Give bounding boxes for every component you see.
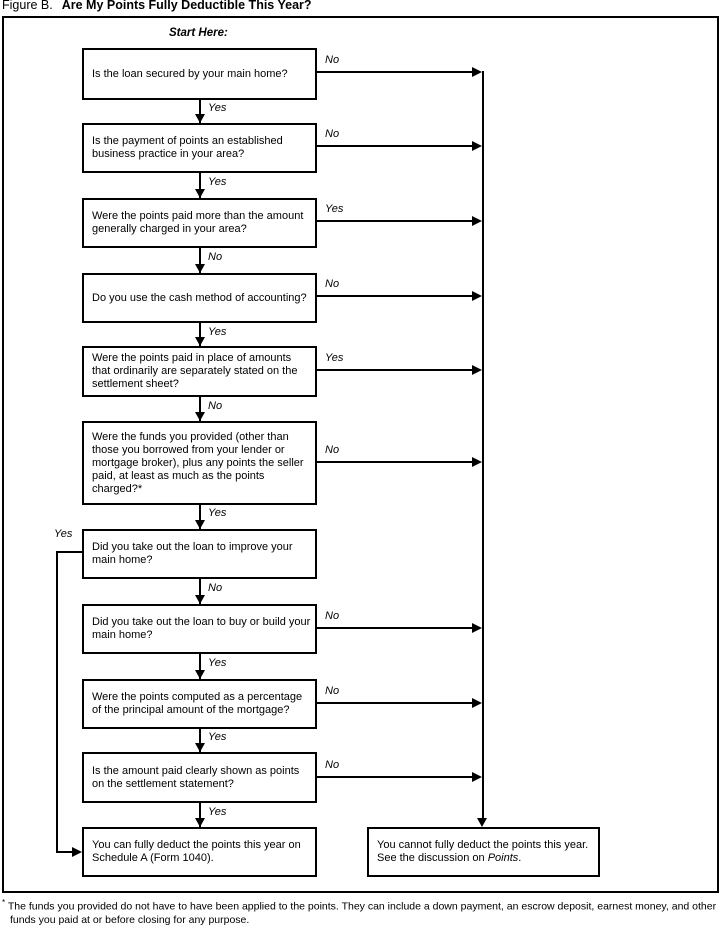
arrow-right-icon xyxy=(472,365,482,375)
branch-label: No xyxy=(208,400,223,412)
arrow-down-icon xyxy=(195,264,205,273)
arrow-down-icon xyxy=(195,337,205,346)
connector-line xyxy=(199,397,201,421)
decision-box-loan-to-improve: Did you take out the loan to improve you… xyxy=(82,529,317,579)
connector-line xyxy=(317,220,473,222)
outcome-box-can-deduct: You can fully deduct the points this yea… xyxy=(82,827,317,877)
branch-label: No xyxy=(325,759,340,771)
arrow-down-icon xyxy=(195,412,205,421)
arrow-right-icon xyxy=(72,847,82,857)
branch-label: No xyxy=(325,685,340,697)
question-text: Do you use the cash method of accounting… xyxy=(92,291,307,304)
branch-label: Yes xyxy=(208,806,227,818)
figure-label: Figure B. xyxy=(2,0,53,12)
branch-label: No xyxy=(325,610,340,622)
outcome-box-cannot-deduct: You cannot fully deduct the points this … xyxy=(367,827,600,877)
footnote: * The funds you provided do not have to … xyxy=(2,896,721,927)
decision-box-cash-method: Do you use the cash method of accounting… xyxy=(82,273,317,323)
connector-line xyxy=(317,295,473,297)
branch-label: No xyxy=(325,54,340,66)
page-title: Figure B. Are My Points Fully Deductible … xyxy=(2,0,312,12)
branch-label: Yes xyxy=(325,352,344,364)
branch-label: No xyxy=(325,128,340,140)
title-text: Are My Points Fully Deductible This Year… xyxy=(61,0,312,12)
branch-label: Yes xyxy=(208,176,227,188)
decision-box-funds-provided: Were the funds you provided (other than … xyxy=(82,421,317,505)
outcome-text: You can fully deduct the points this yea… xyxy=(92,839,301,864)
decision-box-loan-secured: Is the loan secured by your main home? xyxy=(82,48,317,100)
question-text: Were the funds you provided (other than … xyxy=(92,430,304,495)
question-text: Is the loan secured by your main home? xyxy=(92,67,288,80)
connector-line xyxy=(317,702,473,704)
connector-line xyxy=(199,803,201,827)
start-here-label: Start Here: xyxy=(169,27,228,39)
branch-label: Yes xyxy=(208,657,227,669)
connector-line xyxy=(199,173,201,198)
connector-line xyxy=(199,100,201,123)
outcome-text: You cannot fully deduct the points this … xyxy=(377,839,589,864)
decision-box-loan-to-buy-build: Did you take out the loan to buy or buil… xyxy=(82,604,317,654)
connector-line xyxy=(317,461,473,463)
connector-line xyxy=(199,323,201,346)
decision-box-points-percentage: Were the points computed as a percentage… xyxy=(82,679,317,729)
arrow-right-icon xyxy=(472,623,482,633)
footnote-marker: * xyxy=(2,898,6,907)
connector-line xyxy=(317,71,473,73)
branch-label: No xyxy=(325,278,340,290)
branch-label: Yes xyxy=(208,102,227,114)
connector-line xyxy=(199,505,201,529)
arrow-right-icon xyxy=(472,772,482,782)
arrow-right-icon xyxy=(472,291,482,301)
arrow-right-icon xyxy=(472,216,482,226)
arrow-down-icon xyxy=(195,114,205,123)
branch-label: Yes xyxy=(208,326,227,338)
branch-label: No xyxy=(208,251,223,263)
question-text: Were the points paid in place of amounts… xyxy=(92,352,298,390)
arrow-down-icon xyxy=(195,670,205,679)
connector-line xyxy=(317,627,473,629)
question-text: Is the amount paid clearly shown as poin… xyxy=(92,764,300,790)
arrow-right-icon xyxy=(472,67,482,77)
question-text: Did you take out the loan to buy or buil… xyxy=(92,616,311,641)
connector-line xyxy=(199,248,201,273)
connector-line xyxy=(56,551,82,553)
connector-line xyxy=(317,369,473,371)
flowchart-frame xyxy=(2,16,719,893)
arrow-down-icon xyxy=(477,818,487,827)
branch-label: No xyxy=(208,582,223,594)
arrow-right-icon xyxy=(472,698,482,708)
question-text: Did you take out the loan to improve you… xyxy=(92,541,293,566)
connector-line xyxy=(56,851,73,853)
connector-line xyxy=(317,145,473,147)
connector-line xyxy=(199,654,201,679)
arrow-down-icon xyxy=(195,520,205,529)
branch-label: Yes xyxy=(208,731,227,743)
branch-label: Yes xyxy=(325,203,344,215)
decision-box-established-practice: Is the payment of points an established … xyxy=(82,123,317,173)
arrow-down-icon xyxy=(195,818,205,827)
arrow-right-icon xyxy=(472,141,482,151)
branch-label: Yes xyxy=(208,507,227,519)
arrow-down-icon xyxy=(195,189,205,198)
branch-label: Yes xyxy=(54,528,73,540)
connector-line xyxy=(199,579,201,604)
connector-rail xyxy=(482,71,484,818)
connector-line xyxy=(199,729,201,752)
decision-box-points-in-place-of-amounts: Were the points paid in place of amounts… xyxy=(82,346,317,397)
decision-box-amount-clearly-shown: Is the amount paid clearly shown as poin… xyxy=(82,752,317,803)
points-term: Points xyxy=(487,852,519,864)
question-text: Is the payment of points an established … xyxy=(92,135,283,160)
question-text: Were the points computed as a percentage… xyxy=(92,691,303,716)
connector-line xyxy=(317,776,473,778)
arrow-down-icon xyxy=(195,743,205,752)
decision-box-points-more-than-charged: Were the points paid more than the amoun… xyxy=(82,198,317,248)
question-text: Were the points paid more than the amoun… xyxy=(92,210,304,235)
connector-line xyxy=(56,551,58,853)
arrow-down-icon xyxy=(195,595,205,604)
footnote-text: The funds you provided do not have to ha… xyxy=(7,900,717,926)
branch-label: No xyxy=(325,444,340,456)
arrow-right-icon xyxy=(472,457,482,467)
